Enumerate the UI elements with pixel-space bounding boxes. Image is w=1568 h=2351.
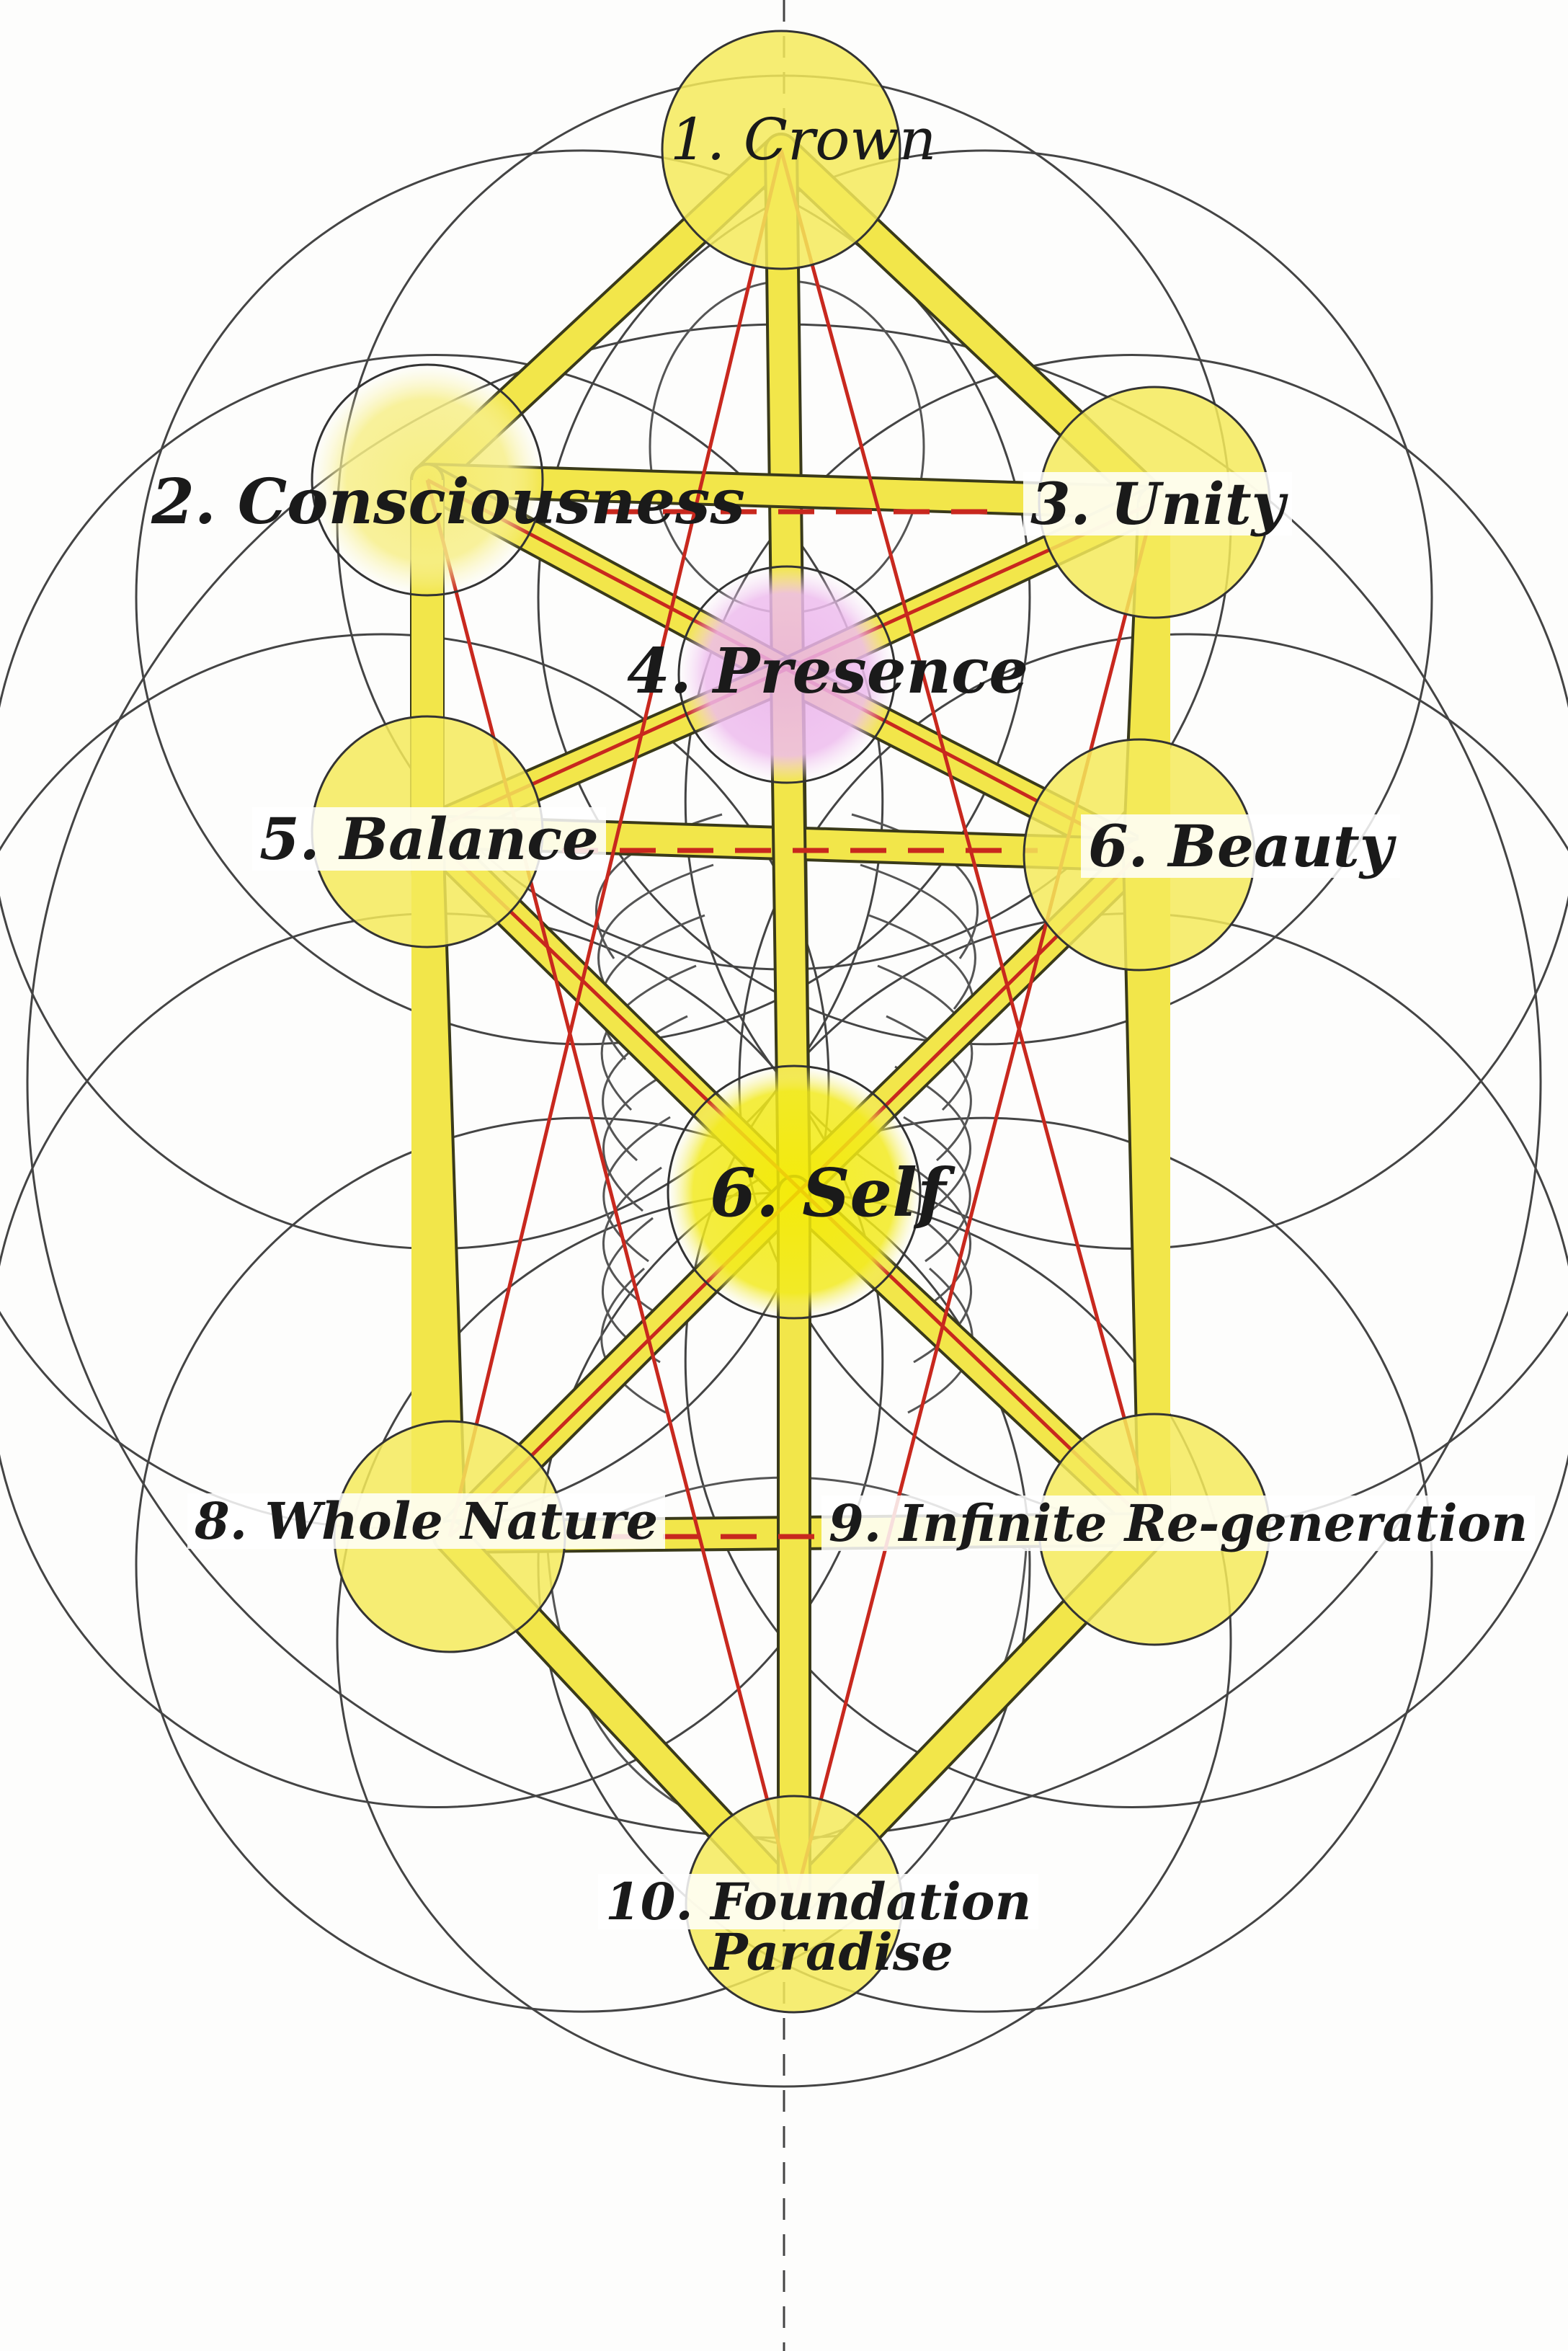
label-paradise: Paradise [710,1922,953,1982]
node-presence [677,565,896,784]
rib-left [600,964,697,1111]
label-consciousness: 2. Consciousness [151,466,745,538]
label-regeneration: 9. Infinite Re-generation [821,1496,1536,1551]
label-presence: 4. Presence [627,635,1029,708]
red-line-crown-regeneration [779,149,1157,1530]
flower-petal-arc [537,149,1433,1046]
label-balance: 5. Balance [252,807,606,871]
rib-right [912,1166,971,1313]
label-whole-nature: 8. Whole Nature [187,1493,666,1549]
rib-right [886,1015,972,1162]
label-unity: 3. Unity [1023,472,1293,535]
sephirot-nodes [311,30,1271,2014]
node-self [667,1065,922,1320]
rib-right [851,813,979,959]
yellow-paths [410,133,1172,1921]
label-crown: 1. Crown [670,106,937,173]
label-foundation: 10. Foundation [598,1874,1039,1929]
flower-petal-arc [135,1116,1031,2013]
rib-left [602,1065,680,1212]
red-line-crown-whole_nature [447,149,783,1537]
rib-left [600,1267,667,1414]
label-beauty: 6. Beauty [1081,814,1401,878]
rib-left [599,914,705,1060]
label-self: 6. Self [710,1154,946,1232]
red-line-consciousness-foundation [425,479,796,1905]
node-consciousness [311,363,544,597]
rib-left [602,1166,662,1313]
red-line-unity-foundation [792,502,1157,1905]
flower-petal-arc [135,149,1031,1046]
node-crown [661,30,901,270]
